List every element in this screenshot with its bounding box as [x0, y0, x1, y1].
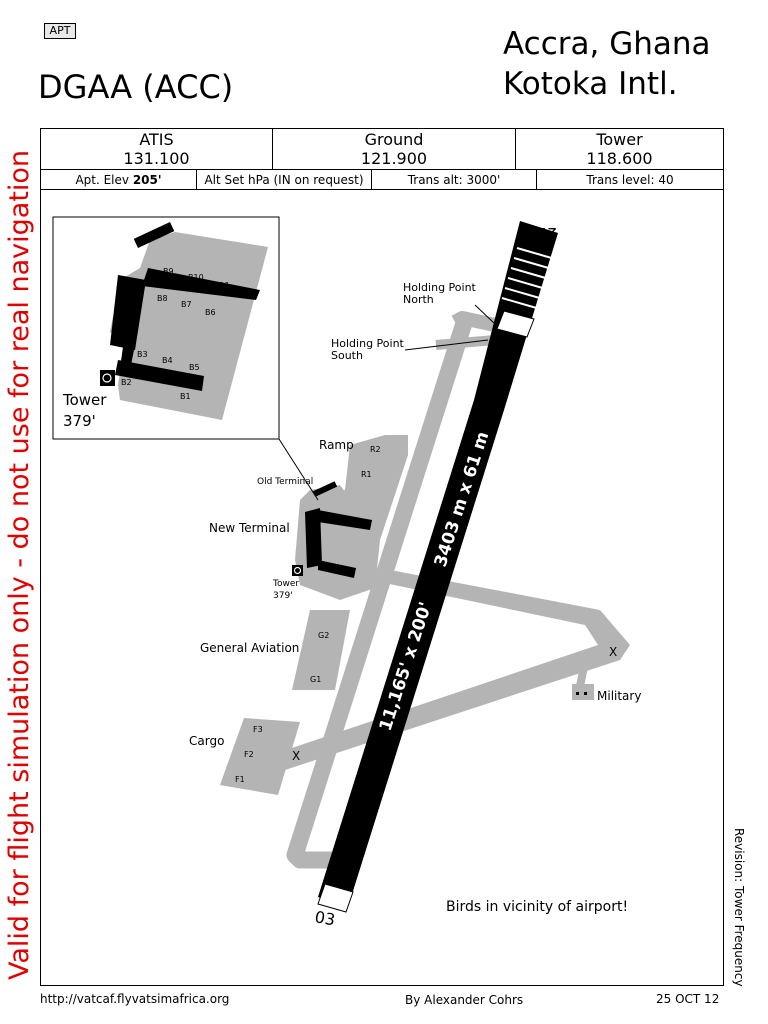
tower-small-label: Tower 379' — [272, 579, 302, 601]
apt-badge: APT — [44, 23, 76, 39]
ground-label: Ground — [364, 130, 424, 149]
altset-cell: Alt Set hPa (IN on request) — [196, 169, 372, 190]
gate-b9-label: B9 — [163, 267, 174, 276]
ground-cell: Ground 121.900 — [272, 128, 516, 170]
gate-b10-label: B10 — [188, 273, 204, 282]
atis-label: ATIS — [139, 130, 174, 149]
taxiway-holding-north — [451, 311, 502, 333]
cargo-apron — [220, 718, 300, 795]
holding-point-south-label: Holding Point South — [331, 337, 407, 362]
ground-frequency: 121.900 — [360, 149, 428, 168]
gate-b6-label: B6 — [205, 308, 216, 317]
birds-notice: Birds in vicinity of airport! — [446, 899, 628, 915]
simulation-warning: Valid for flight simulation only - do no… — [4, 149, 35, 980]
stand-g2-label: G2 — [318, 631, 329, 640]
gate-b2-label: B2 — [121, 378, 132, 387]
runway-03-label: 03 — [313, 907, 336, 929]
military-connector — [576, 661, 589, 687]
new-terminal-label: New Terminal — [209, 521, 290, 535]
footer-url: http://vatcaf.flyvatsimafrica.org — [40, 992, 230, 1006]
stand-f1-label: F1 — [235, 775, 245, 784]
taxiway-parallel — [286, 311, 474, 864]
elevation-cell: Apt. Elev 205' — [40, 169, 197, 190]
gate-b5-label: B5 — [189, 363, 200, 372]
info-table: Apt. Elev 205' Alt Set hPa (IN on reques… — [40, 169, 724, 190]
trans-level-cell: Trans level: 40 — [536, 169, 724, 190]
footer-date: 25 OCT 12 — [656, 992, 720, 1006]
military-mark-1 — [576, 692, 579, 695]
military-label: Military — [597, 689, 641, 703]
tower-symbol — [292, 565, 303, 576]
military-mark-2 — [584, 692, 587, 695]
x-mark-west: X — [292, 749, 300, 763]
ramp-label: Ramp — [319, 438, 354, 452]
ga-apron — [292, 610, 350, 690]
general-aviation-label: General Aviation — [200, 641, 299, 655]
x-mark-east: X — [609, 645, 617, 659]
stand-f3-label: F3 — [253, 725, 263, 734]
inset-tower-label: Tower 379' — [62, 391, 111, 430]
taxiway-cross — [280, 568, 630, 770]
taxiway-south-end — [288, 848, 340, 869]
cargo-label: Cargo — [189, 734, 224, 748]
airport-city: Accra, Ghana — [503, 26, 711, 62]
airport-name: Kotoka Intl. — [503, 66, 678, 102]
gate-b1-label: B1 — [180, 392, 191, 401]
stand-g1-label: G1 — [310, 675, 321, 684]
gate-b11-label: B11 — [214, 281, 230, 290]
gate-b7-label: B7 — [181, 300, 192, 309]
gate-b4-label: B4 — [162, 356, 173, 365]
tower-label: Tower — [596, 130, 643, 149]
gate-b8-label: B8 — [157, 294, 168, 303]
stand-r2-label: R2 — [370, 445, 381, 454]
runway-21-label: 21 — [537, 224, 557, 243]
stand-r1-label: R1 — [361, 470, 372, 479]
elevation-value: 205' — [132, 172, 162, 187]
revision-note: Revision: Tower Frequency — [732, 828, 746, 987]
trans-alt-cell: Trans alt: 3000' — [371, 169, 537, 190]
old-terminal-label: Old Terminal — [257, 477, 313, 487]
holding-north-arrow — [474, 304, 496, 325]
military-apron — [572, 684, 594, 700]
tower-frequency: 118.600 — [586, 149, 653, 168]
holding-south-arrow — [404, 339, 489, 351]
airport-code: DGAA (ACC) — [38, 68, 234, 106]
new-terminal-building — [305, 508, 372, 578]
holding-point-north-label: Holding Point North — [403, 281, 479, 306]
stand-f2-label: F2 — [244, 750, 254, 759]
tower-symbol-mark — [293, 566, 302, 575]
footer-author: By Alexander Cohrs — [405, 993, 524, 1007]
elevation-label: Apt. Elev — [75, 172, 129, 187]
atis-frequency: 131.100 — [123, 149, 190, 168]
old-terminal-building — [312, 481, 338, 497]
tower-cell: Tower 118.600 — [515, 128, 724, 170]
terminal-inset: B9 B10 B11 B8 B7 B6 B3 B4 B5 B2 B1 Tower… — [52, 216, 319, 501]
atis-cell: ATIS 131.100 — [40, 128, 273, 170]
gate-b3-label: B3 — [137, 350, 148, 359]
frequency-table: ATIS 131.100 Ground 121.900 Tower 118.60… — [40, 128, 724, 170]
